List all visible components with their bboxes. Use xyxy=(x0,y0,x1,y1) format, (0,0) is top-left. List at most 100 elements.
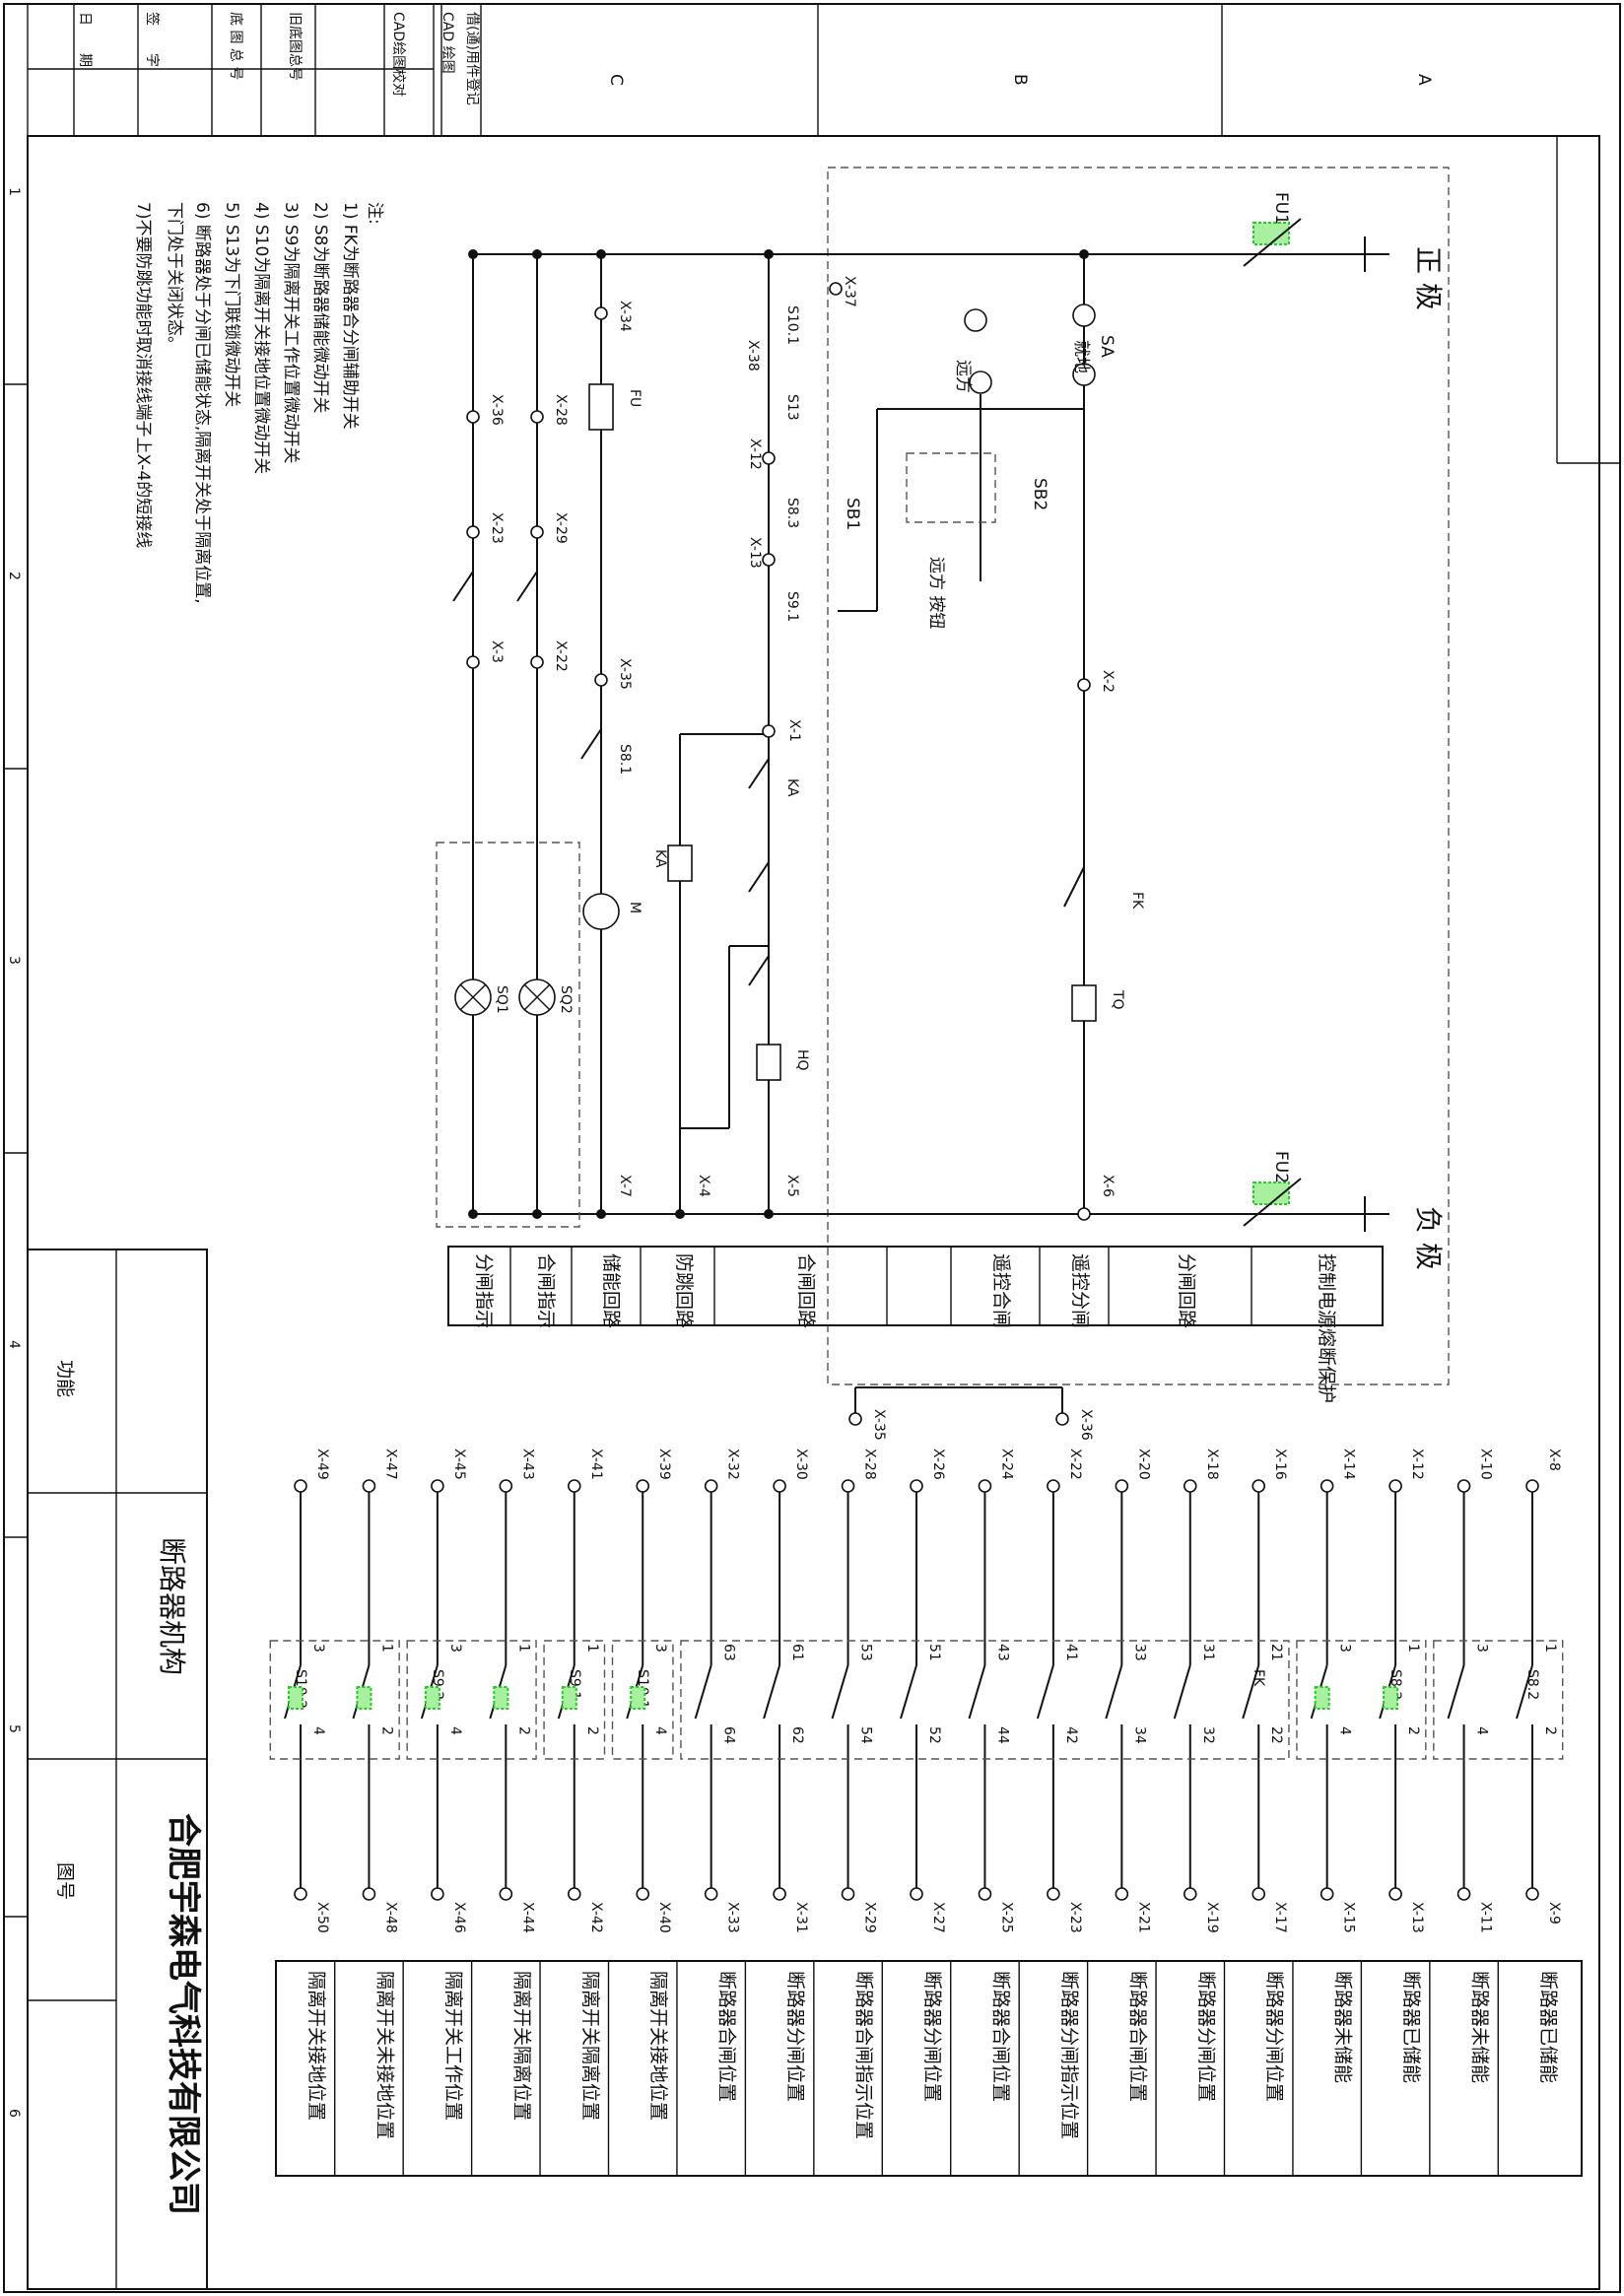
note-2: 2) S8为断路器储能微动开关 xyxy=(310,202,330,413)
aux-contact-pin-1: 1 xyxy=(515,1644,531,1653)
aux-description: 断路器合闸位置 xyxy=(989,1971,1011,2102)
aux-switch-group-box xyxy=(611,1640,674,1760)
aux-description: 断路器已储能 xyxy=(1400,1971,1422,2083)
aux-description: 断路器分闸位置 xyxy=(1263,1971,1285,2102)
aux-contact-pin-2: 2 xyxy=(378,1726,394,1735)
aux-highlight-marker xyxy=(561,1686,577,1710)
aux-highlight-marker xyxy=(493,1686,509,1710)
aux-highlight-marker xyxy=(288,1686,304,1710)
term-x2: X-2 xyxy=(1100,670,1116,693)
aux-switch-label: S8.2 xyxy=(1524,1669,1540,1700)
aux-contact-blade xyxy=(1105,1664,1123,1720)
aux-terminal-bottom-label: X-27 xyxy=(930,1902,946,1933)
mechanism-title: 断路器机构 xyxy=(156,1537,188,1675)
aux-description: 断路器分闸位置 xyxy=(1195,1971,1217,2102)
aux-terminal-bottom xyxy=(567,1887,581,1901)
aux-terminal-bottom xyxy=(841,1887,855,1901)
aux-contact-pin-2: 4 xyxy=(1337,1726,1353,1735)
side-zone-markers: 1 2 3 4 5 6 xyxy=(4,187,28,2118)
term-x22: X-23 xyxy=(489,512,505,544)
aux-contact-pin-1: 33 xyxy=(1131,1644,1147,1661)
aux-contact-pin-1: 43 xyxy=(994,1644,1010,1661)
sa-label: SA xyxy=(1097,335,1116,358)
sa-contact-2 xyxy=(1072,363,1096,386)
aux-terminal-top xyxy=(910,1479,923,1493)
aux-description-table xyxy=(275,1960,1583,2177)
aux-terminal-bottom xyxy=(1115,1887,1129,1901)
aux-contact-pin-1: 1 xyxy=(378,1644,394,1653)
aux-switch-group-box xyxy=(269,1640,400,1760)
aux-terminal-top-label: X-32 xyxy=(725,1449,741,1480)
aux-description: 断路器合闸位置 xyxy=(1126,1971,1148,2102)
term-x36: X-36 xyxy=(489,394,505,426)
aux-terminal-bottom-label: X-42 xyxy=(588,1902,604,1933)
sheet-border xyxy=(3,3,1621,2293)
aux-contact-pin-1: 31 xyxy=(1200,1644,1216,1661)
notes-heading: 注: xyxy=(365,202,384,225)
aux-contact-pin-1: 41 xyxy=(1063,1644,1079,1661)
aux-terminal-bottom xyxy=(1252,1887,1266,1901)
aux-terminal-bottom xyxy=(499,1887,513,1901)
zone-c: C xyxy=(606,74,626,86)
aux-description: 断路器合闸位置 xyxy=(716,1971,738,2102)
aux-contact-pin-1: 21 xyxy=(1268,1644,1284,1661)
aux-contact-pin-1: 1 xyxy=(1405,1644,1421,1653)
aux-terminal-top xyxy=(431,1479,444,1493)
contact-fk-trip-label: FK xyxy=(1129,892,1145,910)
aux-terminal-top-label: X-45 xyxy=(451,1449,467,1480)
aux-terminal-top-label: X-10 xyxy=(1478,1449,1494,1480)
aux-contact-blade xyxy=(968,1664,986,1720)
zone-2: 2 xyxy=(6,572,22,580)
aux-terminal-top-label: X-16 xyxy=(1272,1449,1288,1480)
coil-tq-label: TQ xyxy=(1110,989,1125,1010)
aux-terminal-bottom-label: X-15 xyxy=(1341,1902,1357,1933)
aux-terminal-bottom xyxy=(431,1887,444,1901)
sa-contact-1 xyxy=(1072,304,1096,327)
aux-terminal-bottom xyxy=(636,1887,650,1901)
aux-contact-pin-2: 4 xyxy=(310,1726,326,1735)
aux-contact-blade xyxy=(1447,1664,1465,1720)
term-x13: X-13 xyxy=(747,537,763,569)
aux-terminal-bottom xyxy=(1047,1887,1060,1901)
term-x34: X-34 xyxy=(617,301,633,332)
aux-terminal-top xyxy=(294,1479,307,1493)
aux-terminal-bottom-label: X-40 xyxy=(656,1902,672,1933)
aux-contact-pin-2: 2 xyxy=(515,1726,531,1735)
aux-terminal-top xyxy=(1388,1479,1402,1493)
drawing-no-label: 图号 xyxy=(54,1862,76,1900)
aux-terminal-top-label: X-18 xyxy=(1204,1449,1220,1480)
aux-terminal-bottom-label: X-50 xyxy=(314,1902,330,1933)
aux-terminal-bottom-label: X-33 xyxy=(725,1902,741,1933)
aux-highlight-marker xyxy=(356,1686,372,1710)
aux-terminal-bottom-label: X-21 xyxy=(1135,1902,1151,1933)
aux-contact-pin-1: 53 xyxy=(858,1644,874,1661)
remote-button-box xyxy=(906,452,996,523)
aux-column: X-39X-4034S10.1隔离开关接地位置 xyxy=(626,1449,678,2176)
aux-terminal-bottom-label: X-31 xyxy=(793,1902,809,1933)
aux-description: 断路器未储能 xyxy=(1332,1971,1354,2083)
aux-contact-pin-1: 3 xyxy=(1474,1644,1490,1653)
aux-highlight-marker xyxy=(630,1686,646,1710)
aux-contact-pin-1: 63 xyxy=(721,1644,737,1661)
aux-terminal-bottom-label: X-29 xyxy=(862,1902,878,1933)
coil-hq-icon xyxy=(756,1044,781,1081)
term-x23: X-3 xyxy=(489,641,505,663)
motor-m-icon xyxy=(582,893,620,930)
zone-1: 1 xyxy=(6,187,22,196)
aux-terminal-bottom-label: X-46 xyxy=(451,1902,467,1933)
circuit-trip: 分闸回路 xyxy=(1176,1253,1197,1328)
aux-terminal-top xyxy=(1320,1479,1334,1493)
aux-contact-pin-2: 2 xyxy=(1542,1726,1558,1735)
contact-s13-label: S13 xyxy=(784,394,800,421)
sa-remote-label: 远方 xyxy=(953,360,973,393)
auxiliary-contact-columns: X-8X-912S8.2断路器已储能X-10X-1134断路器未储能X-12X-… xyxy=(269,1449,1564,2176)
